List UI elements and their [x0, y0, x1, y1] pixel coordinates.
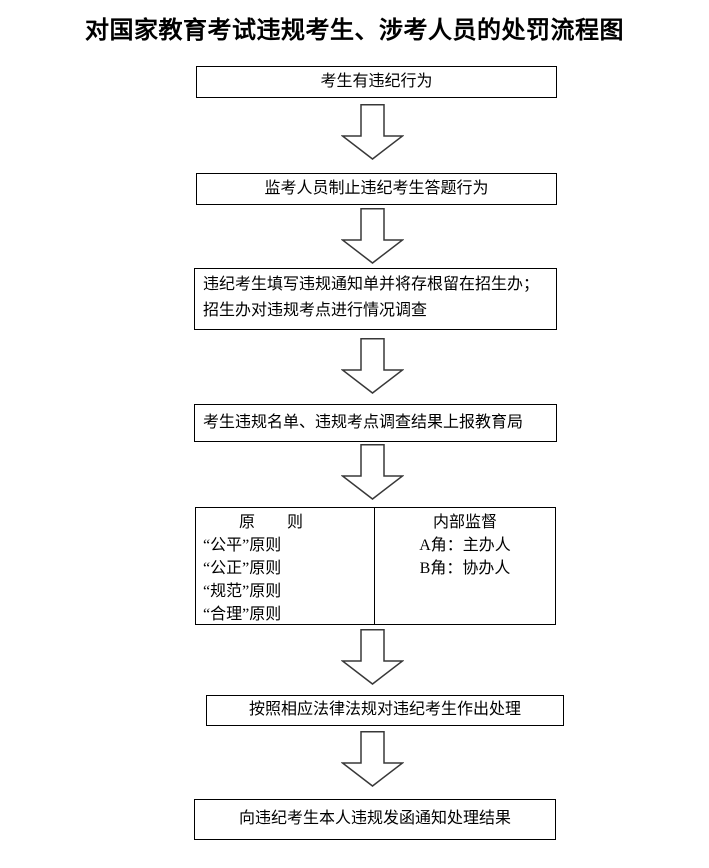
- flow-step-stop-answering-label: 监考人员制止违纪考生答题行为: [264, 180, 489, 197]
- flow-step-punishment-label: 按照相应法律法规对违纪考生作出处理: [248, 701, 521, 718]
- down-arrow-icon: [341, 104, 404, 160]
- principles-column: 原 则 “公平”原则 “公正”原则 “规范”原则 “合理”原则: [196, 508, 375, 624]
- principle-item: “公正”原则: [203, 560, 282, 577]
- down-arrow-icon: [341, 731, 404, 787]
- notice-form-line1: 违纪考生填写违规通知单并将存根留在招生办；: [203, 276, 540, 293]
- flow-step-violation: 考生有违纪行为: [196, 66, 557, 98]
- page-title: 对国家教育考试违规考生、涉考人员的处罚流程图: [85, 18, 624, 44]
- down-arrow-icon: [341, 338, 404, 394]
- supervision-header: 内部监督: [432, 514, 497, 531]
- principle-item: “公平”原则: [203, 537, 282, 554]
- principle-item: “合理”原则: [203, 606, 282, 623]
- down-arrow-icon: [341, 208, 404, 264]
- flow-step-stop-answering: 监考人员制止违纪考生答题行为: [196, 173, 557, 205]
- supervision-column: 内部监督 A角：主办人 B角：协办人: [375, 508, 555, 624]
- supervision-item: B角：协办人: [419, 560, 511, 577]
- flow-step-notify-result: 向违纪考生本人违规发函通知处理结果: [194, 799, 556, 840]
- principle-item: “规范”原则: [203, 583, 282, 600]
- down-arrow-icon: [341, 629, 404, 685]
- principles-header: 原 则: [238, 514, 303, 531]
- down-arrow-icon: [341, 444, 404, 500]
- notice-form-line2: 招生办对违规考点进行情况调查: [203, 302, 428, 319]
- flow-step-report-bureau: 考生违规名单、违规考点调查结果上报教育局: [194, 404, 557, 442]
- supervision-item: A角：主办人: [419, 537, 511, 554]
- flow-step-punishment: 按照相应法律法规对违纪考生作出处理: [206, 695, 564, 726]
- flow-step-report-bureau-label: 考生违规名单、违规考点调查结果上报教育局: [203, 414, 524, 431]
- flow-step-notice-form: 违纪考生填写违规通知单并将存根留在招生办； 招生办对违规考点进行情况调查: [194, 268, 557, 330]
- flow-step-principles-supervision: 原 则 “公平”原则 “公正”原则 “规范”原则 “合理”原则 内部监督 A角：…: [195, 507, 556, 625]
- flow-step-violation-label: 考生有违纪行为: [320, 73, 433, 90]
- flow-step-notify-result-label: 向违纪考生本人违规发函通知处理结果: [238, 810, 511, 827]
